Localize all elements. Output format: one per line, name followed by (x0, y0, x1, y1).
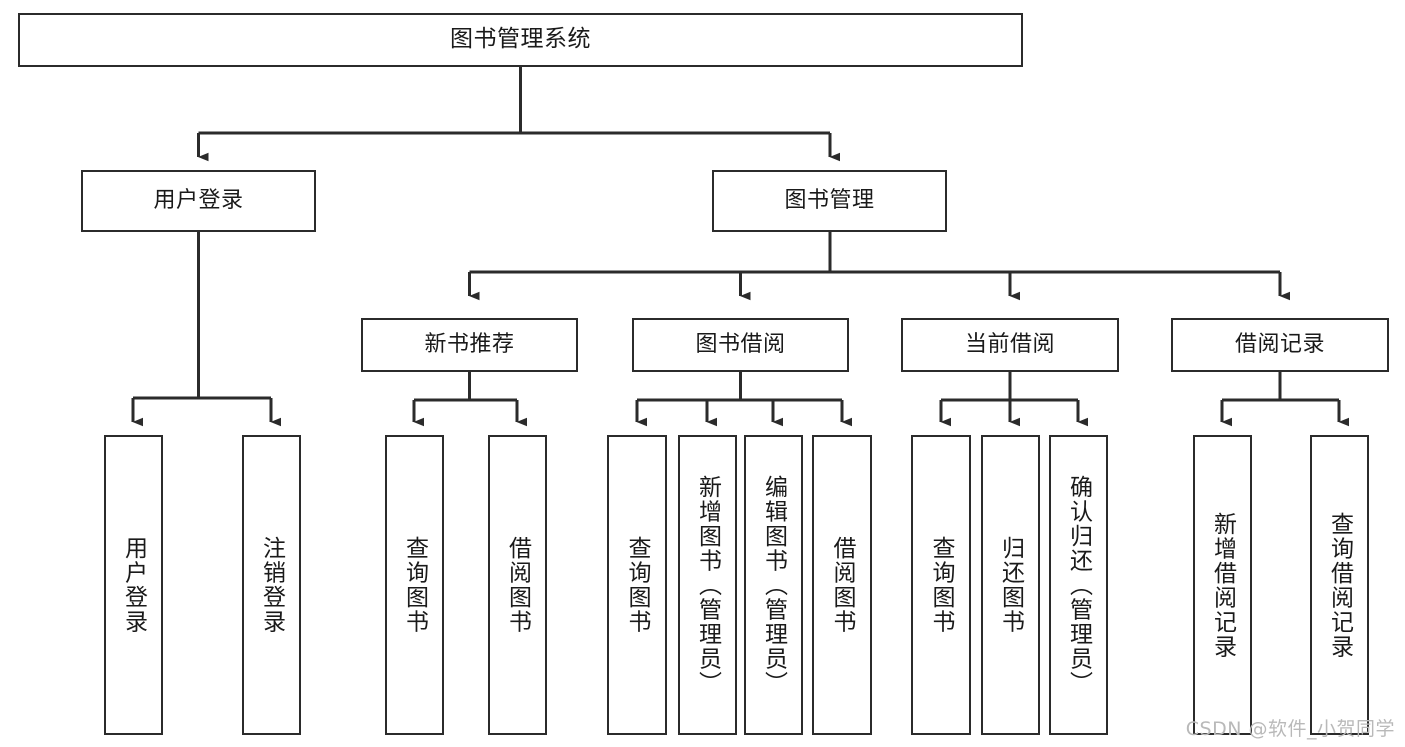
node-label: 新增借阅记录 (1209, 511, 1236, 659)
node-label: 查询借阅记录 (1326, 511, 1353, 659)
node-label: 查询图书 (401, 536, 428, 634)
node-leaf-edit-book-admin[interactable]: 编辑图书（管理员） (744, 435, 803, 735)
node-label: 借阅图书 (504, 536, 531, 634)
node-current-borrow[interactable]: 当前借阅 (901, 318, 1119, 372)
node-label: 编辑图书（管理员） (760, 474, 787, 696)
node-new-book-recommend[interactable]: 新书推荐 (361, 318, 578, 372)
node-label: 查询图书 (624, 536, 651, 634)
node-label: 图书管理系统 (450, 26, 591, 53)
node-leaf-add-book-admin[interactable]: 新增图书（管理员） (678, 435, 737, 735)
node-label: 图书管理 (784, 188, 875, 214)
node-leaf-user-login[interactable]: 用户登录 (104, 435, 163, 735)
node-label: 确认归还（管理员） (1065, 474, 1092, 696)
node-leaf-query-book-recommend[interactable]: 查询图书 (385, 435, 444, 735)
node-label: 借阅记录 (1234, 332, 1325, 358)
node-label: 新书推荐 (424, 332, 515, 358)
node-label: 借阅图书 (829, 536, 856, 634)
node-borrow-record[interactable]: 借阅记录 (1171, 318, 1389, 372)
node-leaf-return-book[interactable]: 归还图书 (981, 435, 1040, 735)
node-label: 用户登录 (120, 536, 147, 634)
node-leaf-borrow-book[interactable]: 借阅图书 (812, 435, 872, 735)
node-leaf-query-borrow-record[interactable]: 查询借阅记录 (1310, 435, 1369, 735)
node-leaf-borrow-book-recommend[interactable]: 借阅图书 (488, 435, 547, 735)
node-root-book-management-system[interactable]: 图书管理系统 (18, 13, 1023, 67)
node-book-management[interactable]: 图书管理 (712, 170, 947, 232)
node-label: 图书借阅 (695, 332, 786, 358)
node-book-borrow[interactable]: 图书借阅 (632, 318, 849, 372)
node-label: 当前借阅 (964, 332, 1055, 358)
node-user-login[interactable]: 用户登录 (81, 170, 316, 232)
node-label: 用户登录 (153, 188, 244, 214)
node-leaf-logout[interactable]: 注销登录 (242, 435, 301, 735)
node-leaf-confirm-return-admin[interactable]: 确认归还（管理员） (1049, 435, 1108, 735)
node-label: 新增图书（管理员） (694, 474, 721, 696)
node-leaf-add-borrow-record[interactable]: 新增借阅记录 (1193, 435, 1252, 735)
node-leaf-query-book-current[interactable]: 查询图书 (911, 435, 971, 735)
node-label: 注销登录 (258, 536, 285, 634)
node-label: 查询图书 (928, 536, 955, 634)
node-leaf-query-book-borrow[interactable]: 查询图书 (607, 435, 667, 735)
node-label: 归还图书 (997, 536, 1024, 634)
